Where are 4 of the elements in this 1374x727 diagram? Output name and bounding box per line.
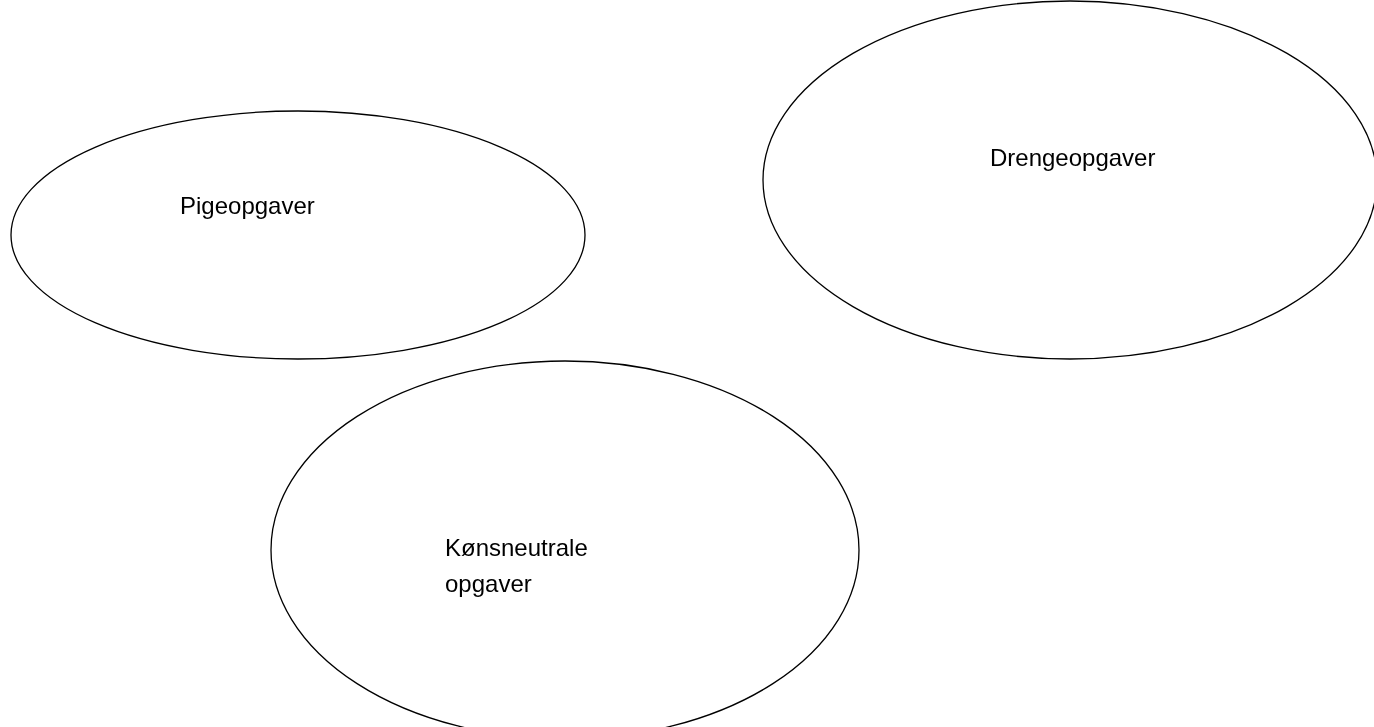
category-ellipse — [10, 110, 586, 360]
category-label: Pigeopgaver — [180, 191, 316, 221]
category-label: Drengeopgaver — [990, 143, 1157, 173]
category-label: Kønsneutrale opgaver — [445, 533, 589, 599]
